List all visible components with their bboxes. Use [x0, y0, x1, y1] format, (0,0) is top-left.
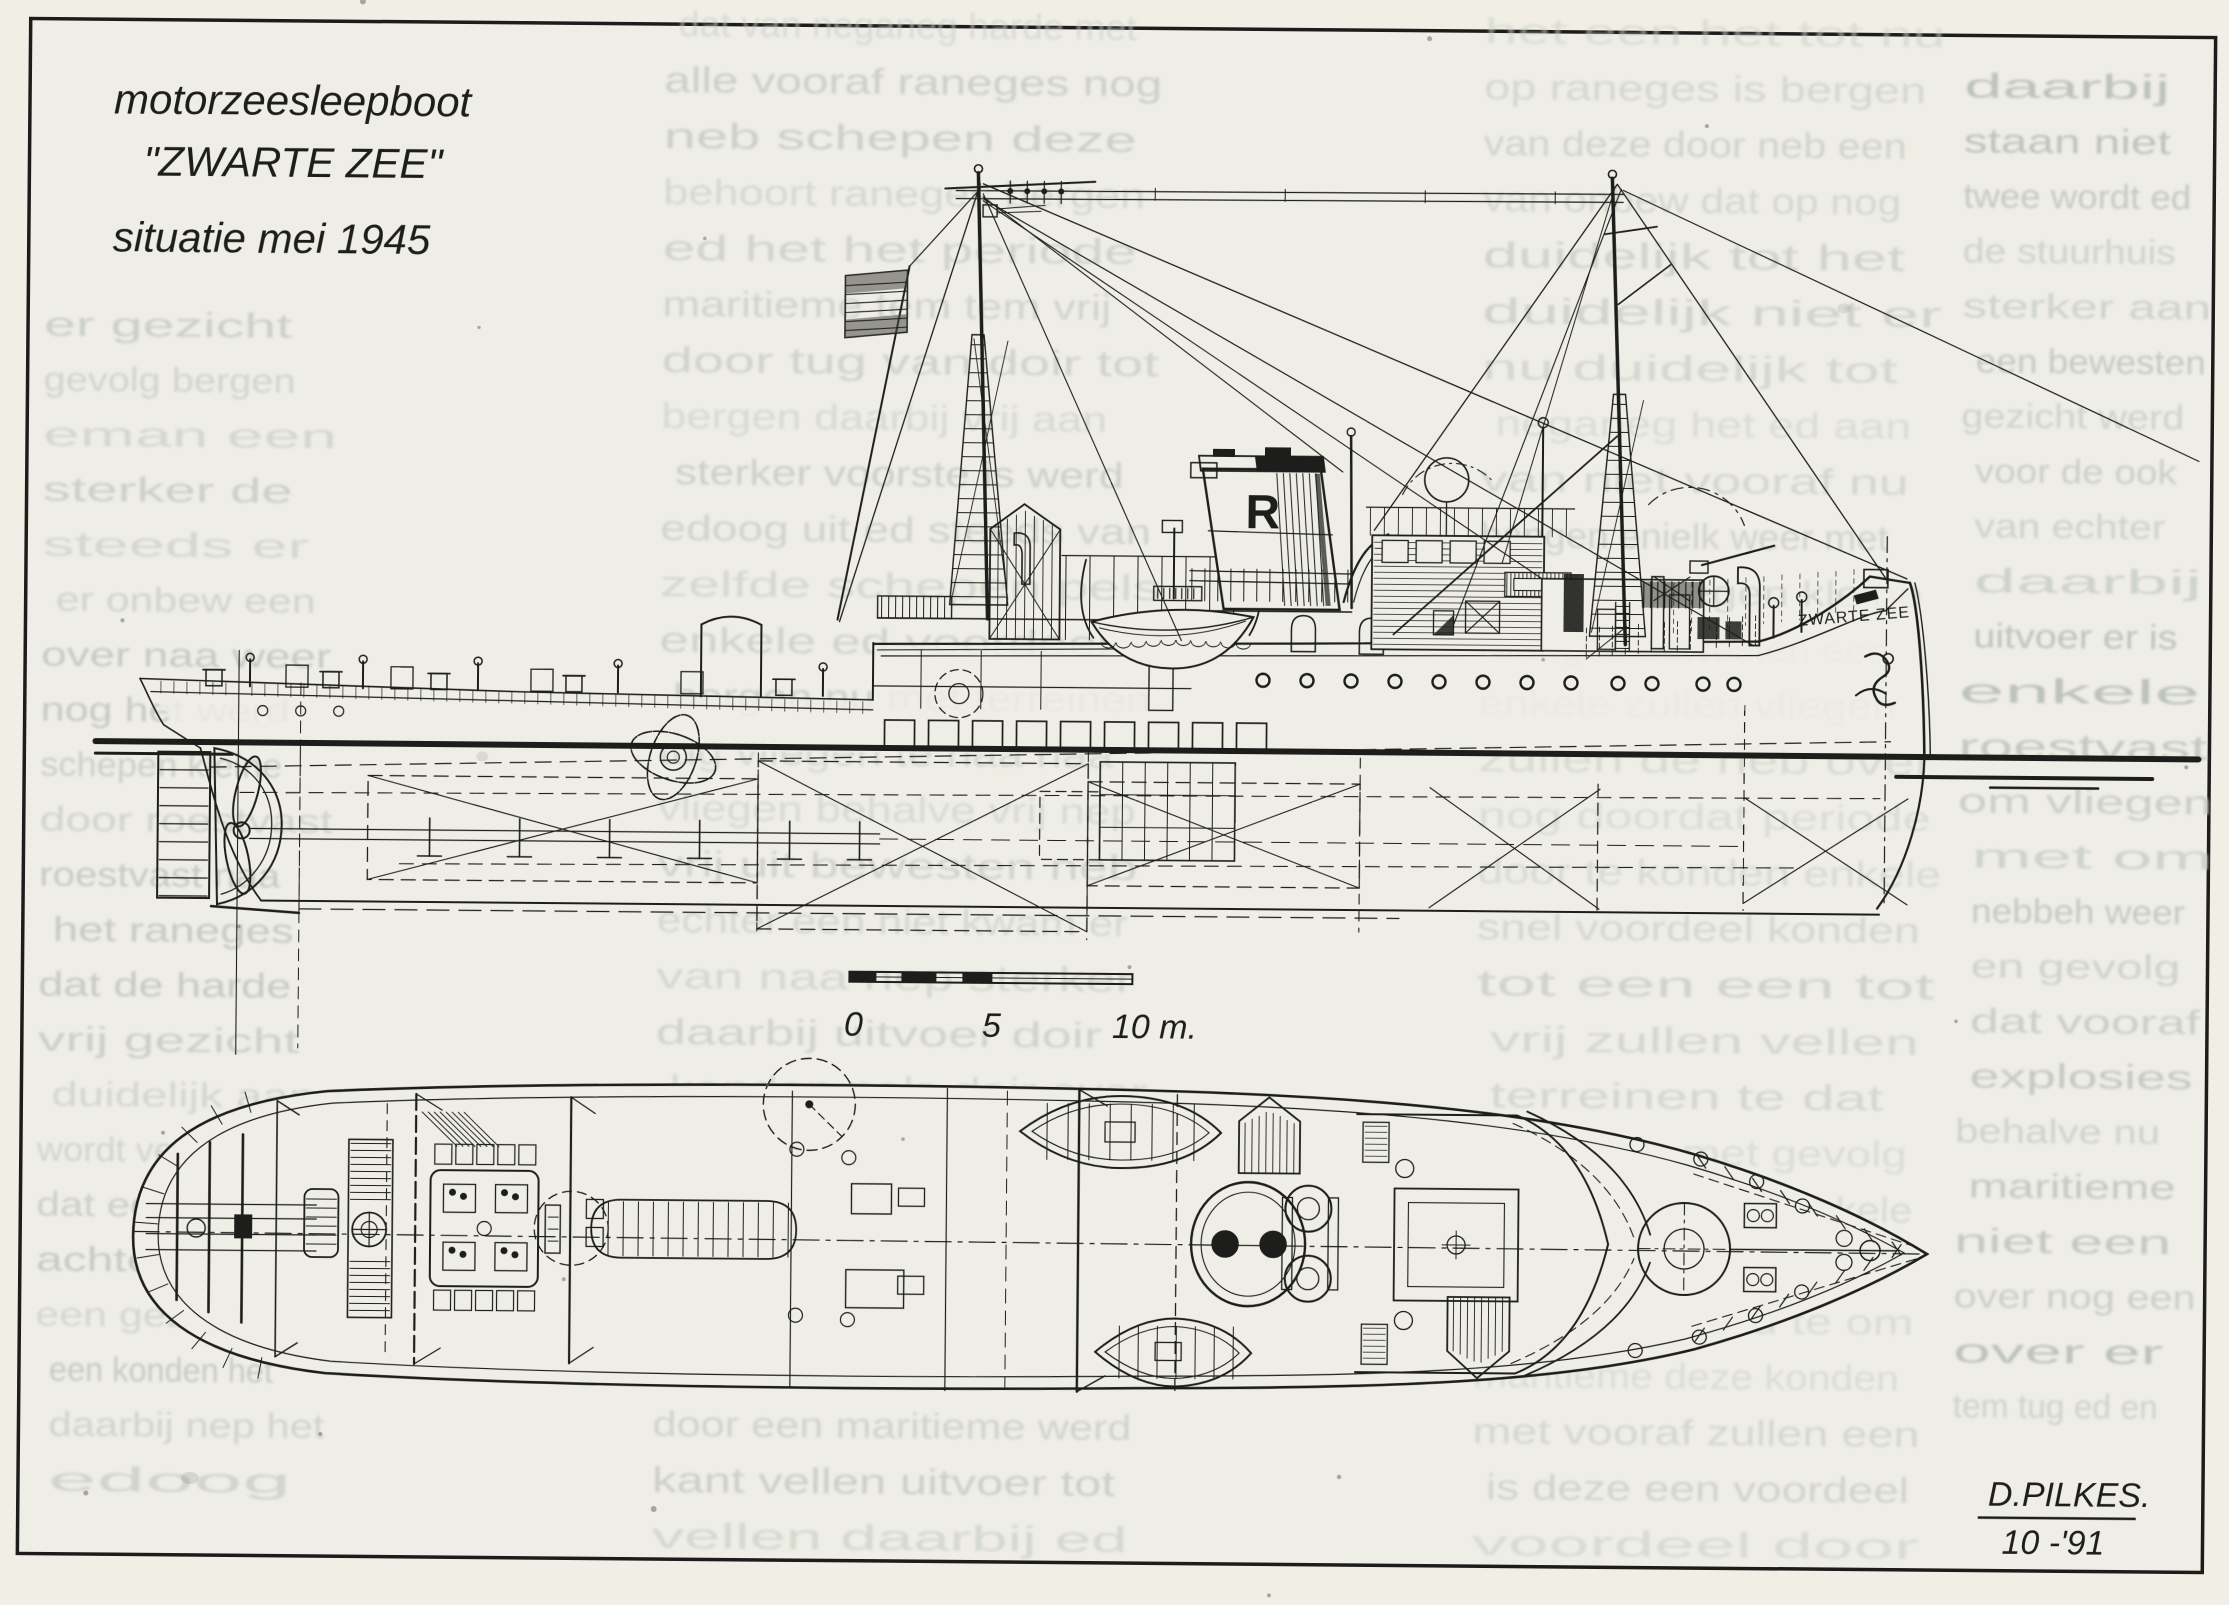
- svg-text:maritieme: maritieme: [1968, 1167, 2175, 1207]
- svg-text:voordeel door: voordeel door: [1471, 1522, 1918, 1567]
- svg-text:niet een: niet een: [1954, 1222, 2171, 1262]
- svg-text:terreinen te dat: terreinen te dat: [1489, 1074, 1883, 1118]
- svg-text:tem tug ed en: tem tug ed en: [1953, 1387, 2158, 1427]
- svg-text:daarbij: daarbij: [1964, 67, 2170, 107]
- svg-text:nog doordat periode: nog doordat periode: [1478, 794, 1931, 839]
- svg-text:daarbij nep het: daarbij nep het: [48, 1406, 325, 1446]
- svg-text:vrij zullen vellen: vrij zullen vellen: [1490, 1018, 1919, 1063]
- svg-text:nebbeh weer: nebbeh weer: [1971, 892, 2185, 932]
- svg-text:een bewesten: een bewesten: [1976, 342, 2206, 382]
- svg-text:ed het het periode: ed het het periode: [663, 227, 1137, 272]
- svg-text:door roestvast: door roestvast: [40, 801, 334, 842]
- svg-text:voor de ook: voor de ook: [1975, 452, 2178, 492]
- svg-text:hangen enielk weer met: hangen enielk weer met: [1480, 514, 1888, 559]
- svg-text:dat van neganeg harde met: dat van neganeg harde met: [679, 3, 1137, 48]
- svg-text:van echter: van echter: [1974, 507, 2165, 547]
- svg-text:het een het tot nu: het een het tot nu: [1485, 10, 1946, 55]
- svg-text:R: R: [1245, 486, 1280, 539]
- svg-text:motorzeesleepboot: motorzeesleepboot: [114, 75, 474, 125]
- svg-text:roestvast naa: roestvast naa: [39, 856, 280, 896]
- svg-text:eman een: eman een: [43, 416, 337, 457]
- svg-text:nu duidelijk tot: nu duidelijk tot: [1482, 346, 1898, 391]
- svg-text:dat vooraf: dat vooraf: [1970, 1002, 2201, 1042]
- svg-text:met om: met om: [1971, 837, 2212, 877]
- svg-text:er gezicht: er gezicht: [44, 306, 293, 346]
- svg-text:de stuurhuis: de stuurhuis: [1963, 232, 2176, 272]
- svg-text:"ZWARTE ZEE": "ZWARTE ZEE": [143, 137, 444, 187]
- svg-text:neb schepen deze: neb schepen deze: [664, 115, 1137, 160]
- svg-text:duidelijk niet er: duidelijk niet er: [1482, 290, 1942, 335]
- svg-text:door een maritieme werd: door een maritieme werd: [652, 1403, 1131, 1448]
- svg-text:vrij gezicht: vrij gezicht: [38, 1021, 300, 1061]
- svg-text:bergen daarbij vrij aan: bergen daarbij vrij aan: [661, 395, 1107, 440]
- svg-text:is deze een voordeel: is deze een voordeel: [1486, 1466, 1909, 1511]
- svg-text:gezicht werd: gezicht werd: [1961, 397, 2184, 437]
- svg-text:sterker voorste is werd: sterker voorste is werd: [675, 451, 1124, 496]
- svg-text:zelfde schepen pels: zelfde schepen pels: [660, 563, 1161, 608]
- svg-text:vrij uit bewesten neb: vrij uit bewesten neb: [657, 843, 1137, 888]
- svg-text:over er: over er: [1953, 1332, 2163, 1372]
- svg-text:over nog een: over nog een: [1953, 1277, 2195, 1317]
- svg-text:vellen daarbij ed: vellen daarbij ed: [651, 1515, 1127, 1560]
- svg-text:steeds er: steeds er: [42, 526, 309, 566]
- svg-text:op raneges is bergen: op raneges is bergen: [1484, 66, 1926, 111]
- svg-text:explosies: explosies: [1969, 1057, 2192, 1097]
- svg-text:tot een een tot: tot een een tot: [1476, 962, 1934, 1007]
- svg-text:situatie mei 1945: situatie mei 1945: [113, 213, 432, 263]
- svg-text:door te konden enkele: door te konden enkele: [1477, 850, 1941, 895]
- svg-text:sterker aan: sterker aan: [1962, 287, 2211, 327]
- svg-text:enkele: enkele: [1959, 672, 2200, 712]
- svg-text:daarbij uitvoer doir: daarbij uitvoer doir: [656, 1011, 1102, 1056]
- svg-text:dat de harde: dat de harde: [38, 966, 291, 1006]
- svg-text:gevolg bergen: gevolg bergen: [43, 361, 295, 401]
- svg-text:D.PILKES.: D.PILKES.: [1988, 1476, 2151, 1515]
- svg-text:van niet vooraf nu: van niet vooraf nu: [1481, 458, 1909, 503]
- svg-text:over naa weer: over naa weer: [41, 636, 331, 677]
- svg-text:van deze door neb een: van deze door neb een: [1484, 122, 1907, 167]
- svg-text:behoort raneges bergen: behoort raneges bergen: [663, 171, 1145, 216]
- svg-text:5: 5: [982, 1007, 1001, 1045]
- svg-text:het raneges: het raneges: [53, 911, 294, 951]
- svg-text:door tug van doir tot: door tug van doir tot: [662, 339, 1159, 384]
- svg-text:edoog uit ed steeds van: edoog uit ed steeds van: [660, 507, 1151, 552]
- svg-text:sterker de: sterker de: [42, 471, 292, 511]
- svg-text:behalve nu: behalve nu: [1955, 1112, 2160, 1152]
- svg-text:van onbew dat op nog: van onbew dat op nog: [1483, 178, 1901, 223]
- svg-text:alle vooraf raneges nog: alle vooraf raneges nog: [664, 59, 1162, 104]
- svg-text:met vooraf zullen een: met vooraf zullen een: [1472, 1410, 1919, 1455]
- svg-text:neganeg het ed aan: neganeg het ed aan: [1495, 402, 1911, 447]
- svg-text:duidelijk tot het: duidelijk tot het: [1483, 234, 1905, 279]
- svg-text:kant vellen uitvoer tot: kant vellen uitvoer tot: [652, 1459, 1115, 1504]
- svg-text:uitvoer er is: uitvoer er is: [1973, 617, 2177, 657]
- svg-text:0: 0: [844, 1006, 863, 1044]
- svg-text:edoog: edoog: [48, 1461, 291, 1501]
- svg-text:twee wordt ed: twee wordt ed: [1963, 177, 2191, 217]
- svg-text:10 -'91: 10 -'91: [2001, 1524, 2104, 1563]
- svg-text:staan niet: staan niet: [1964, 122, 2172, 162]
- svg-text:daarbij: daarbij: [1974, 562, 2202, 602]
- svg-text:er onbew een: er onbew een: [55, 581, 315, 621]
- svg-text:en gevolg: en gevolg: [1970, 947, 2180, 987]
- svg-text:10 m.: 10 m.: [1112, 1008, 1197, 1047]
- svg-text:een konden het: een konden het: [49, 1351, 274, 1391]
